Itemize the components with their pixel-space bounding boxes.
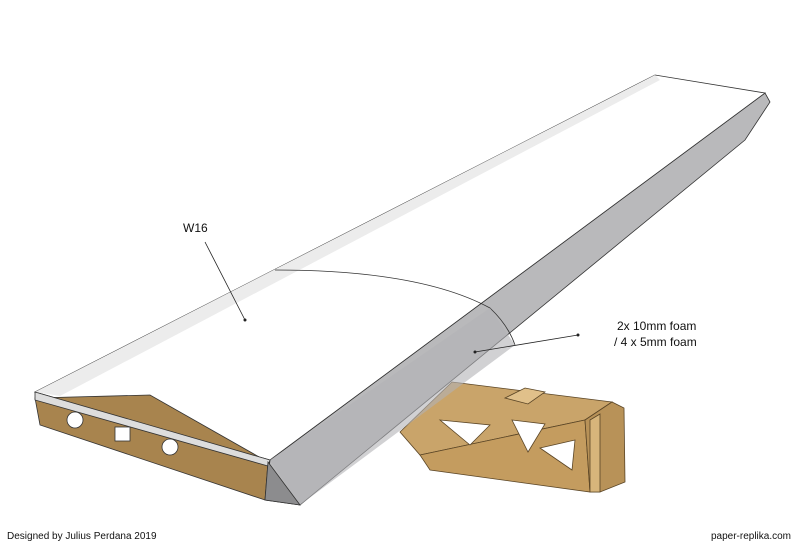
fuselage-box xyxy=(399,381,626,493)
website-credit: paper-replika.com xyxy=(710,531,791,542)
foam-label-line2: / 4 x 5mm foam xyxy=(614,335,697,349)
w16-leader-line xyxy=(204,241,246,321)
foam-label-line1: 2x 10mm foam xyxy=(617,319,697,333)
trailing-edge-shade xyxy=(35,75,660,396)
part-label: W16 xyxy=(183,221,208,235)
designer-credit: Designed by Julius Perdana 2019 xyxy=(7,531,157,542)
skin-seam xyxy=(274,269,516,346)
root-rib xyxy=(34,391,301,506)
foam-leader-line xyxy=(474,334,579,353)
foam-section xyxy=(270,308,515,505)
